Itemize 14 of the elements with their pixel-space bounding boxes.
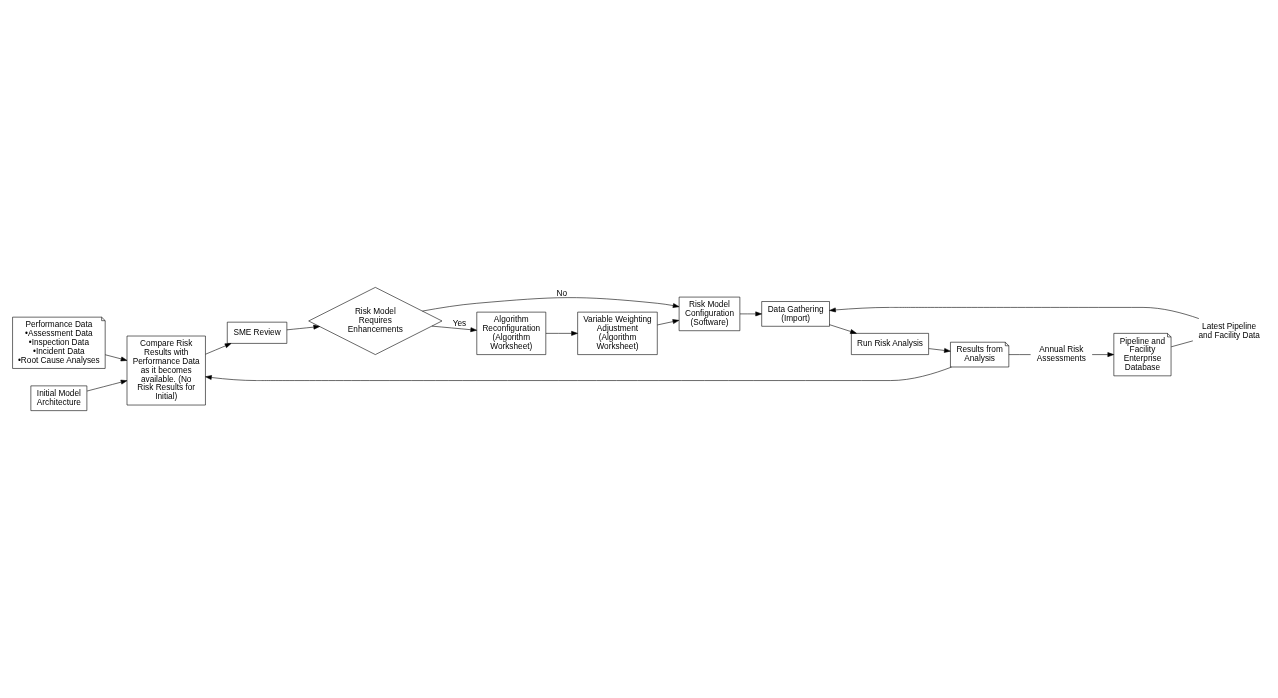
arrow (545, 331, 578, 336)
arrow (657, 319, 680, 326)
arrow (205, 343, 232, 355)
arrow (1091, 352, 1114, 357)
arrow (739, 311, 762, 317)
arrow (431, 325, 477, 333)
arrow (104, 354, 128, 362)
arrow (86, 379, 128, 392)
arrow (422, 297, 680, 312)
arrow (829, 307, 1200, 319)
arrow (829, 324, 857, 334)
arrow (928, 348, 951, 353)
arrow (286, 324, 320, 331)
arrow (205, 366, 952, 381)
